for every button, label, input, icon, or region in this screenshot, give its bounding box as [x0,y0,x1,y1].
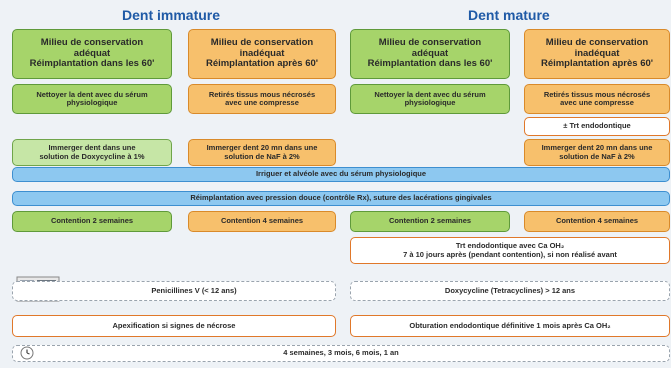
step-immature-contention-2: Contention 2 semaines [12,211,172,232]
step-immature-contention-4: Contention 4 semaines [188,211,336,232]
antibiotic-penicilline: Penicillines V (< 12 ans) [12,281,336,301]
step-mature-contention-2: Contention 2 semaines [350,211,510,232]
title-dent-mature: Dent mature [468,7,550,23]
antibiotic-doxycycline: Doxycycline (Tetracyclines) > 12 ans [350,281,670,301]
step-mature-contention-4: Contention 4 semaines [524,211,670,232]
step-mature-obturation: Obturation endodontique définitive 1 moi… [350,315,670,337]
step-immature-apexification: Apexification si signes de nécrose [12,315,336,337]
follow-up-schedule: 4 semaines, 3 mois, 6 mois, 1 an [12,345,670,362]
follow-up-clock-icon [20,346,34,360]
step-mature-trt-endodontique: ± Trt endodontique [524,117,670,136]
step-irriguer: Irriguer et alvéole avec du sérum physio… [12,167,670,182]
step-reimplantation: Réimplantation avec pression douce (cont… [12,191,670,206]
title-dent-immature: Dent immature [122,7,221,23]
